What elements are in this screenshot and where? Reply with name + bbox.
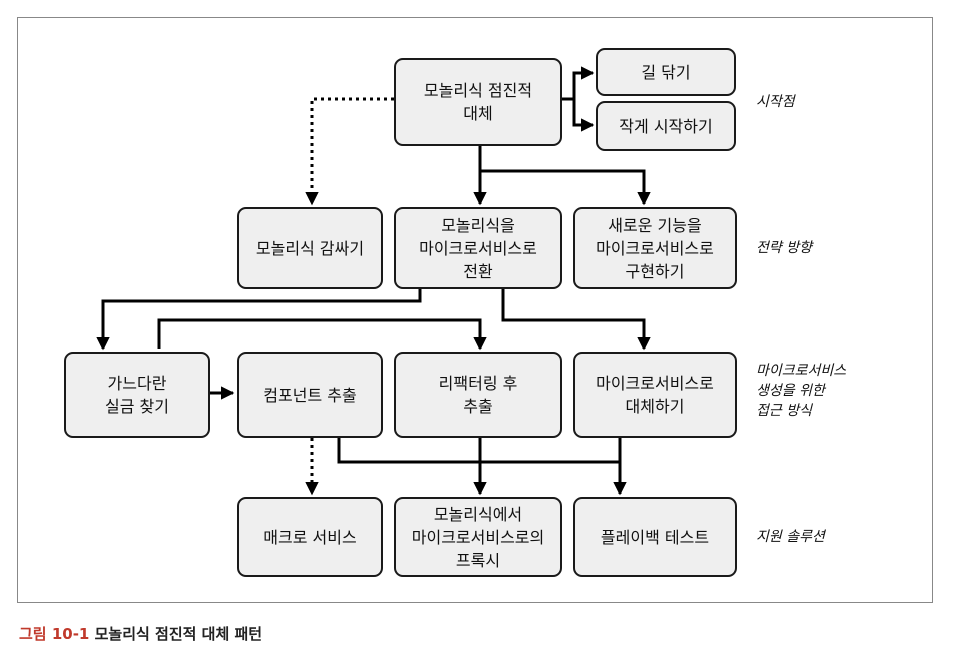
caption-number: 그림 10-1 xyxy=(19,625,90,643)
arrow-transform-to-refactor xyxy=(157,318,487,351)
arrow-replace-to-newfeat xyxy=(480,169,651,206)
label-strategic-direction: 전략 방향 xyxy=(756,240,812,256)
arrow-replace-to-wrap xyxy=(305,97,394,206)
figure-caption: 그림 10-1 모놀리식 점진적 대체 패턴 xyxy=(19,623,262,644)
box-transform-to-microservices: 모놀리식을 마이크로서비스로 전환 xyxy=(394,207,562,289)
box-playback-test: 플레이백 테스트 xyxy=(573,497,737,577)
box-extract-component: 컴포넌트 추출 xyxy=(237,352,383,438)
arrow-transform-to-seams xyxy=(96,289,422,351)
box-wrap-monolith: 모놀리식 감싸기 xyxy=(237,207,383,289)
arrow-replace-to-pave xyxy=(562,66,595,101)
arrow-replace-to-small xyxy=(572,99,595,132)
box-replace-with-microservices: 마이크로서비스로 대체하기 xyxy=(573,352,737,438)
label-creation-approaches: 마이크로서비스 생성을 위한 접근 방식 xyxy=(756,363,847,419)
box-find-seams: 가느다란 실금 찾기 xyxy=(64,352,210,438)
box-monolith-incremental-replacement: 모놀리식 점진적 대체 xyxy=(394,58,562,146)
label-support-solutions: 지원 솔루션 xyxy=(756,529,825,545)
box-new-features-as-microservices: 새로운 기능을 마이크로서비스로 구현하기 xyxy=(573,207,737,289)
box-refactor-then-extract: 리팩터링 후 추출 xyxy=(394,352,562,438)
label-start-point: 시작점 xyxy=(756,94,795,110)
box-proxy-monolith-to-microservices: 모놀리식에서 마이크로서비스로의 프록시 xyxy=(394,497,562,577)
arrow-transform-to-replacemicro xyxy=(501,289,651,351)
box-macro-service: 매크로 서비스 xyxy=(237,497,383,577)
box-pave-the-road: 길 닦기 xyxy=(596,48,736,96)
box-start-small: 작게 시작하기 xyxy=(596,101,736,151)
caption-title: 모놀리식 점진적 대체 패턴 xyxy=(94,625,263,643)
connector-component-bus xyxy=(337,438,620,464)
